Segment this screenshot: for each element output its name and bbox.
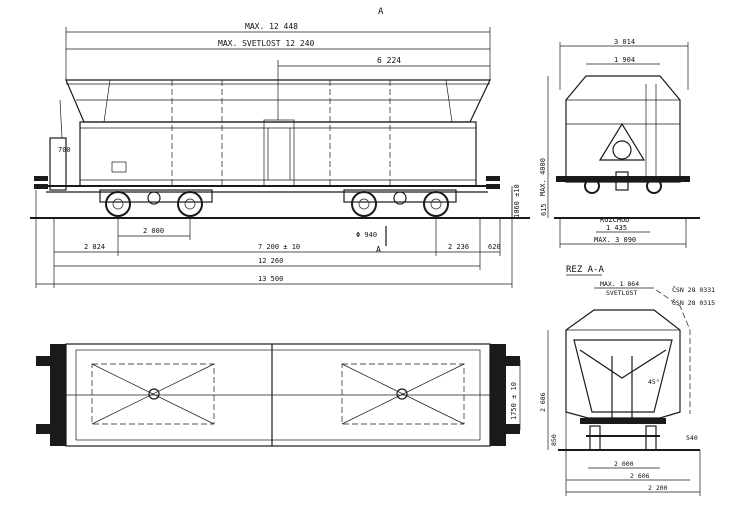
- end-view: 3 014 1 904 MAX. 4000 615 ROZCHOD: [539, 38, 700, 248]
- section-body: 45°: [565, 309, 681, 451]
- dim-2606-label: 2 606: [630, 472, 650, 480]
- dim-1864-label: MAX. 1 864: [600, 280, 639, 288]
- dimension-2200: 2 200: [565, 412, 701, 496]
- dimension-1864: MAX. 1 864 SVETLOST: [594, 280, 654, 297]
- dimension-2000: 2 000: [117, 218, 191, 240]
- dimension-1904: 1 904: [586, 56, 660, 65]
- section-marker-a: A: [376, 245, 381, 254]
- dimension-4000: MAX. 4000: [539, 76, 549, 218]
- dimension-1060: 1060 ±10: [511, 184, 521, 218]
- dim-3090-label: MAX. 3 090: [594, 236, 636, 244]
- dimension-rozchod: ROZCHOD 1 435: [596, 216, 650, 233]
- dim-12260-label: 12 260: [258, 257, 283, 265]
- dim-850-label: 850: [550, 434, 558, 446]
- dim-700-label: 700: [58, 146, 71, 154]
- dim-2686-label: 2 686: [539, 392, 547, 412]
- view-marker-a-top: A: [378, 7, 384, 17]
- dimension-2686: 2 686: [539, 330, 549, 450]
- side-view: A MAX. 12 448 MAX. SVETLOST 12 240 6 224: [30, 7, 530, 288]
- dim-615-label: 615: [540, 203, 548, 216]
- dim-2000-label: 2 000: [143, 227, 164, 235]
- car-body: 700: [49, 99, 477, 191]
- dim-1750-label: 1750 ± 10: [510, 382, 518, 420]
- bogie-right: [343, 189, 457, 217]
- dimension-12260: 12 260: [54, 257, 480, 267]
- end-view-body: [556, 75, 690, 194]
- dim-3014-label: 3 014: [614, 38, 635, 46]
- angle-label: 45°: [648, 378, 660, 386]
- dim-1904-label: 1 904: [614, 56, 635, 64]
- dim-1060-label: 1060 ±10: [513, 184, 521, 218]
- dim-2200-label: 2 200: [648, 484, 668, 492]
- dim-s2000-label: 2 000: [614, 460, 634, 468]
- dimension-1750: 1750 ± 10: [510, 360, 521, 430]
- dimension-section-2000: 2 000: [588, 460, 660, 469]
- csn-2803-label: ČSN 28 0331: [672, 285, 715, 294]
- dimension-6224: 6 224: [277, 56, 490, 120]
- dimension-max-svetlost: MAX. SVETLOST 12 240: [66, 39, 490, 50]
- dimension-max-length: MAX. 12 448: [65, 22, 491, 80]
- clearance-outline: [655, 289, 691, 414]
- dimension-3014: 3 014: [559, 38, 689, 90]
- dimension-2606: 2 606: [566, 472, 690, 481]
- dim-2824-label: 2 824: [84, 243, 105, 251]
- dim-13500-label: 13 500: [258, 275, 283, 283]
- dim-max-svetlost-label: MAX. SVETLOST 12 240: [218, 39, 315, 48]
- dim-7200-label: 7 200 ± 10: [258, 243, 300, 251]
- rozchod-value: 1 435: [606, 224, 627, 232]
- bogie-left: [99, 189, 213, 217]
- csn-28-0315-label: ČSN 28 0315: [672, 298, 715, 307]
- dim-4000-label: MAX. 4000: [539, 158, 547, 196]
- dimension-chain: 2 824 7 200 ± 10 2 236 620: [53, 218, 501, 288]
- dim-6224-label: 6 224: [377, 56, 401, 65]
- svetlost-label: SVETLOST: [606, 289, 637, 297]
- dim-540-label: 540: [686, 434, 698, 442]
- dim-620-label: 620: [488, 243, 501, 251]
- dim-2236-label: 2 236: [448, 243, 469, 251]
- section-title: REZ A-A: [566, 265, 605, 275]
- rozchod-label: ROZCHOD: [600, 216, 630, 224]
- section-view: REZ A-A MAX. 1 864 SVETLOST ČSN 28 0331 …: [539, 265, 715, 496]
- dim-940-label: Φ 940: [356, 231, 377, 239]
- plan-view: 1750 ± 10: [36, 343, 521, 447]
- dim-max-length-label: MAX. 12 448: [245, 22, 298, 31]
- dimension-3090: MAX. 3 090: [559, 218, 687, 248]
- dimension-13500: 13 500: [35, 190, 513, 288]
